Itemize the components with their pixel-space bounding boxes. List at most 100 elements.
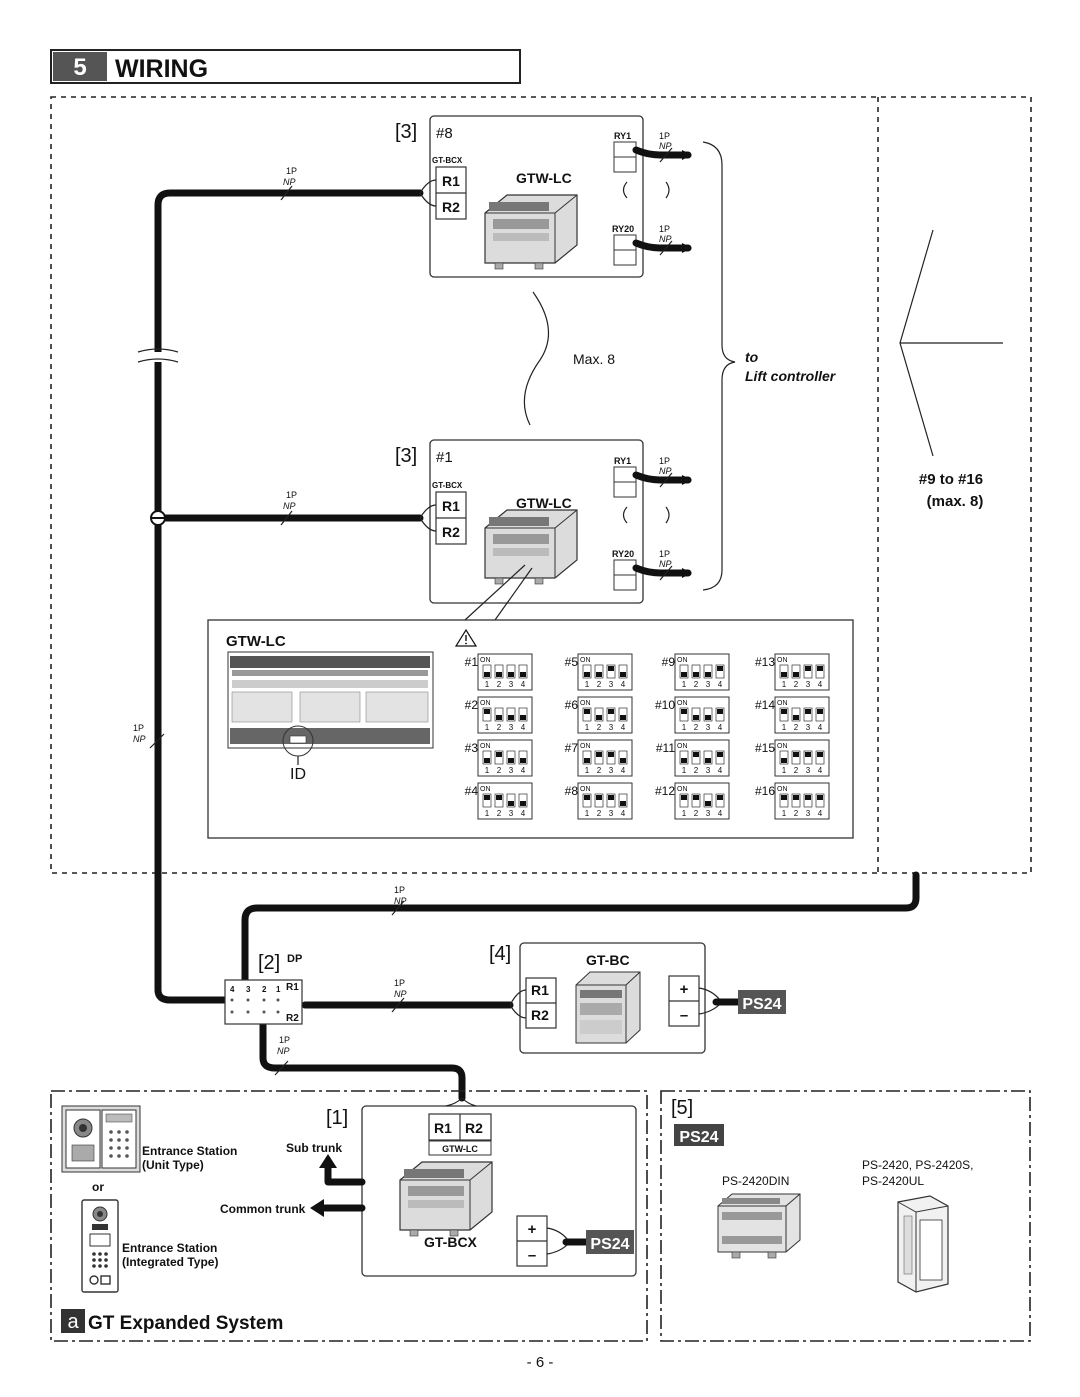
svg-text:NP: NP: [659, 559, 672, 569]
dip-switch-number: 2: [497, 680, 502, 689]
dip-switch-number: 1: [682, 809, 687, 818]
dip-switch-slot: [582, 793, 592, 808]
dip-switch-number: 2: [694, 723, 699, 732]
gtbcx-plus: +: [528, 1221, 537, 1238]
dip-switch-number: 1: [682, 766, 687, 775]
dip-switch-number: 4: [521, 723, 526, 732]
gt-bcx-unit: [1] R1 R2 GTW-LC GT-BCX + – PS24: [326, 1097, 637, 1277]
dip-switch-number: 1: [585, 766, 590, 775]
dip-switch-slot: [506, 750, 516, 765]
dip-switch-number: 1: [485, 723, 490, 732]
ps24-badge: [586, 1230, 634, 1254]
dip-switch-knob: [496, 672, 502, 677]
dp-label: DP: [287, 953, 302, 965]
svg-text:NP: NP: [659, 234, 672, 244]
dip-on-label: ON: [777, 657, 788, 664]
dip-switch-slot: [506, 664, 516, 679]
dip-switch-number: 3: [509, 723, 514, 732]
dip-switch-number: 2: [794, 680, 799, 689]
gtbcx-minus: –: [528, 1247, 536, 1264]
dip-switch-number: 3: [609, 809, 614, 818]
gt-bc-device-icon: [575, 971, 641, 1044]
dip-switch-slot: [791, 793, 801, 808]
relay-outputs-unit-1: 1P NP 1P NP: [632, 456, 692, 581]
entrance-unit-line2: (Unit Type): [142, 1158, 204, 1172]
dip-switch-knob: [596, 795, 602, 800]
dip-switch-slot: [582, 750, 592, 765]
svg-text:NP: NP: [659, 466, 672, 476]
dip-switch-slot: [803, 793, 813, 808]
dip-unit-label: #15: [755, 741, 775, 755]
dip-switch-slot: [715, 664, 725, 679]
dip-switch-knob: [496, 752, 502, 757]
dip-switch-slot: [703, 750, 713, 765]
dip-switch-slot: [494, 750, 504, 765]
dip-switch-knob: [608, 795, 614, 800]
dip-switch-knob: [584, 758, 590, 763]
system-caption: a GT Expanded System: [61, 1309, 283, 1334]
dip-unit-label: #14: [755, 698, 775, 712]
dip-switch-knob: [693, 715, 699, 720]
dip-model-label: GTW-LC: [226, 633, 286, 650]
dip-switch-number: 1: [585, 723, 590, 732]
cable-label-gtbc: 1P NP: [391, 978, 407, 1013]
lift-control-area-frame: [50, 96, 1032, 874]
dip-switch-knob: [781, 709, 787, 714]
dip-switch-number: 2: [694, 766, 699, 775]
dip-switch-knob: [793, 795, 799, 800]
gtbcx-power: PS24: [590, 1236, 629, 1253]
dip-switch-knob: [596, 715, 602, 720]
dip-switch-number: 2: [597, 809, 602, 818]
r1-terminal: R1: [442, 173, 460, 189]
svg-text:1P: 1P: [659, 456, 670, 466]
cable-label-unit1: 1P NP: [280, 490, 297, 526]
r2-terminal: R2: [442, 199, 460, 215]
dip-switch-slot: [618, 664, 628, 679]
svg-text:NP: NP: [133, 734, 146, 744]
dip-switch-number: 4: [521, 680, 526, 689]
dip-switch-knob: [520, 672, 526, 677]
ry1-label: RY1: [614, 456, 631, 466]
dip-switch-knob: [620, 672, 626, 677]
dip-switch-knob: [484, 709, 490, 714]
dip-switch-slot: [815, 664, 825, 679]
dip-switch-slot: [606, 707, 616, 722]
gtw-lc-device-icon: [484, 194, 578, 270]
ps24-panel-tag: [5]: [671, 1097, 693, 1119]
dip-switch-knob: [717, 795, 723, 800]
dip-switch-knob: [620, 801, 626, 806]
dip-switch-slot: [679, 750, 689, 765]
relay-outputs-unit-8: 1P NP 1P NP: [632, 131, 692, 256]
dip-switch-number: 4: [818, 680, 823, 689]
dip-switch-slot: [494, 793, 504, 808]
svg-text:NP: NP: [283, 177, 296, 187]
dip-switch-number: 4: [621, 723, 626, 732]
dip-on-label: ON: [677, 657, 688, 664]
dip-switch-number: 1: [585, 680, 590, 689]
dip-switch-slot: [779, 707, 789, 722]
dip-switch-slot: [606, 793, 616, 808]
dip-switch-knob: [496, 795, 502, 800]
dip-switch-slot: [691, 664, 701, 679]
dip-switch-slot: [703, 707, 713, 722]
dip-switch-number: 3: [806, 809, 811, 818]
dip-on-label: ON: [777, 743, 788, 750]
dip-on-label: ON: [677, 743, 688, 750]
dip-switch-number: 1: [782, 723, 787, 732]
dip-switch-number: 3: [806, 723, 811, 732]
dp-to-gtbcx: [259, 1016, 466, 1102]
dip-switch-slot: [715, 793, 725, 808]
dip-switch-number: 2: [597, 766, 602, 775]
dip-switch-slot: [679, 664, 689, 679]
dip-switch-slot: [482, 664, 492, 679]
dip-unit-label: #9: [662, 655, 676, 669]
dip-switch-slot: [803, 664, 813, 679]
dip-switch-slot: [506, 707, 516, 722]
dip-switch-number: 2: [497, 723, 502, 732]
gt-bcx-device-icon: [399, 1161, 493, 1237]
model-label: GTW-LC: [516, 170, 572, 186]
svg-text:NP: NP: [394, 989, 407, 999]
dip-switch-knob: [793, 672, 799, 677]
